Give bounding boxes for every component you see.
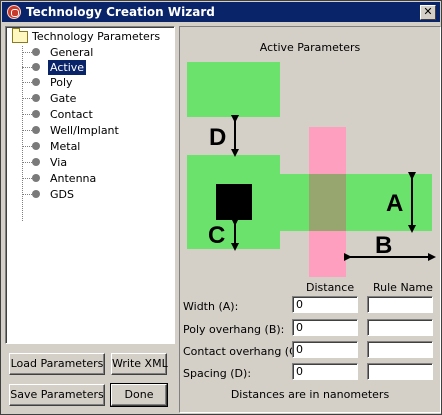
- width-rule-name-input[interactable]: [367, 296, 433, 313]
- tree-item-label: GDS: [50, 188, 74, 201]
- rule-name-column-header: Rule Name: [373, 281, 433, 294]
- save-parameters-button[interactable]: Save Parameters: [9, 384, 105, 406]
- load-parameters-button[interactable]: Load Parameters: [9, 353, 105, 375]
- bullet-icon: [32, 190, 40, 198]
- tree-item-label: Contact: [50, 108, 93, 121]
- tree-connector-line: [22, 46, 23, 221]
- label-d: D: [209, 124, 226, 151]
- tree-item-label: Antenna: [50, 172, 97, 185]
- panel-title: Active Parameters: [259, 41, 361, 54]
- spacing-distance-input[interactable]: [292, 363, 358, 380]
- tree-item-label: Metal: [50, 140, 81, 153]
- contact-overhang-rule-name-input[interactable]: [367, 341, 433, 358]
- title-bar[interactable]: Technology Creation Wizard ✕: [2, 2, 440, 22]
- active-parameters-panel: Active Parameters: [179, 26, 441, 413]
- tree-item-label: Gate: [50, 92, 77, 105]
- spacing-label: Spacing (D):: [183, 367, 252, 380]
- bullet-icon: [32, 110, 40, 118]
- tree-root[interactable]: Technology Parameters: [12, 28, 161, 46]
- done-button[interactable]: Done: [110, 383, 168, 407]
- active-region-extension: [280, 174, 432, 231]
- width-distance-input[interactable]: [292, 296, 358, 313]
- folder-icon: [12, 28, 28, 43]
- bullet-icon: [32, 142, 40, 150]
- bullet-icon: [32, 94, 40, 102]
- window-title: Technology Creation Wizard: [26, 5, 215, 19]
- label-b: B: [375, 232, 392, 259]
- bullet-icon: [32, 158, 40, 166]
- poly-overhang-label: Poly overhang (B):: [183, 323, 285, 336]
- units-note: Distances are in nanometers: [230, 388, 390, 401]
- close-button[interactable]: ✕: [420, 5, 436, 20]
- bullet-icon: [32, 48, 40, 56]
- bullet-icon: [32, 126, 40, 134]
- bullet-icon: [32, 174, 40, 182]
- contact-overhang-distance-input[interactable]: [292, 341, 358, 358]
- label-c: C: [208, 222, 225, 249]
- contact-square: [216, 184, 252, 220]
- active-region-top: [187, 62, 280, 117]
- app-icon: [7, 5, 21, 19]
- tree-item-label: Active: [48, 60, 87, 75]
- write-xml-button[interactable]: Write XML: [111, 353, 168, 375]
- poly-overhang-distance-input[interactable]: [292, 319, 358, 336]
- tree-root-label: Technology Parameters: [32, 30, 161, 43]
- contact-overhang-label: Contact overhang (C):: [183, 345, 305, 358]
- tree-item-label: Well/Implant: [50, 124, 119, 137]
- bullet-icon: [32, 78, 40, 86]
- bullet-icon: [32, 63, 40, 71]
- gate-overlap: [309, 174, 346, 231]
- poly-overhang-rule-name-input[interactable]: [367, 319, 433, 336]
- parameter-tree: Technology Parameters General Active Pol…: [5, 26, 175, 344]
- spacing-rule-name-input[interactable]: [367, 363, 433, 380]
- tree-item-label: Poly: [50, 76, 73, 89]
- width-label: Width (A):: [183, 300, 239, 313]
- tree-item-label: Via: [50, 156, 68, 169]
- layout-diagram: D C A B: [187, 62, 436, 277]
- label-a: A: [386, 190, 403, 217]
- distance-column-header: Distance: [306, 281, 355, 294]
- tree-item-label: General: [50, 46, 94, 59]
